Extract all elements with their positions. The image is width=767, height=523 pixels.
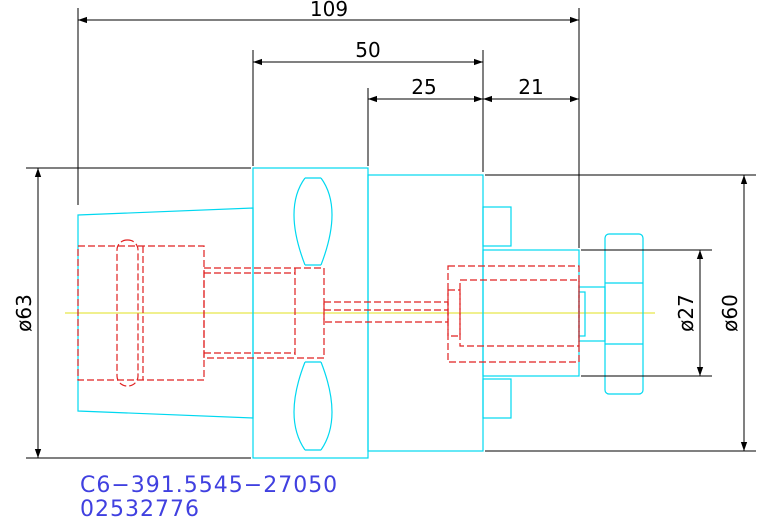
lower-lens-slot	[293, 361, 333, 451]
part-number-code: C6−391.5545−27050	[80, 473, 339, 498]
screw-head	[578, 291, 586, 337]
retention-ring	[116, 239, 139, 387]
upper-drive-key	[482, 206, 512, 247]
nut-spacer	[578, 286, 606, 342]
dim-label-25: 25	[411, 75, 436, 99]
clamp-nut	[604, 233, 644, 395]
dim-label-dia60: ø60	[718, 294, 742, 332]
dim-label-109: 109	[310, 0, 348, 21]
part-number-item: 02532776	[80, 497, 200, 522]
dim-label-dia63: ø63	[12, 294, 36, 332]
upper-lens-slot	[293, 177, 333, 266]
hidden-lines	[77, 239, 580, 387]
coolant-channel	[323, 301, 449, 323]
dim-label-dia27: ø27	[674, 294, 698, 332]
dim-label-50: 50	[355, 38, 380, 62]
front-bore-step	[447, 289, 461, 337]
dim-label-21: 21	[518, 75, 543, 99]
lower-drive-key	[482, 378, 512, 419]
part-outline	[77, 167, 644, 459]
dimensions	[26, 8, 756, 459]
